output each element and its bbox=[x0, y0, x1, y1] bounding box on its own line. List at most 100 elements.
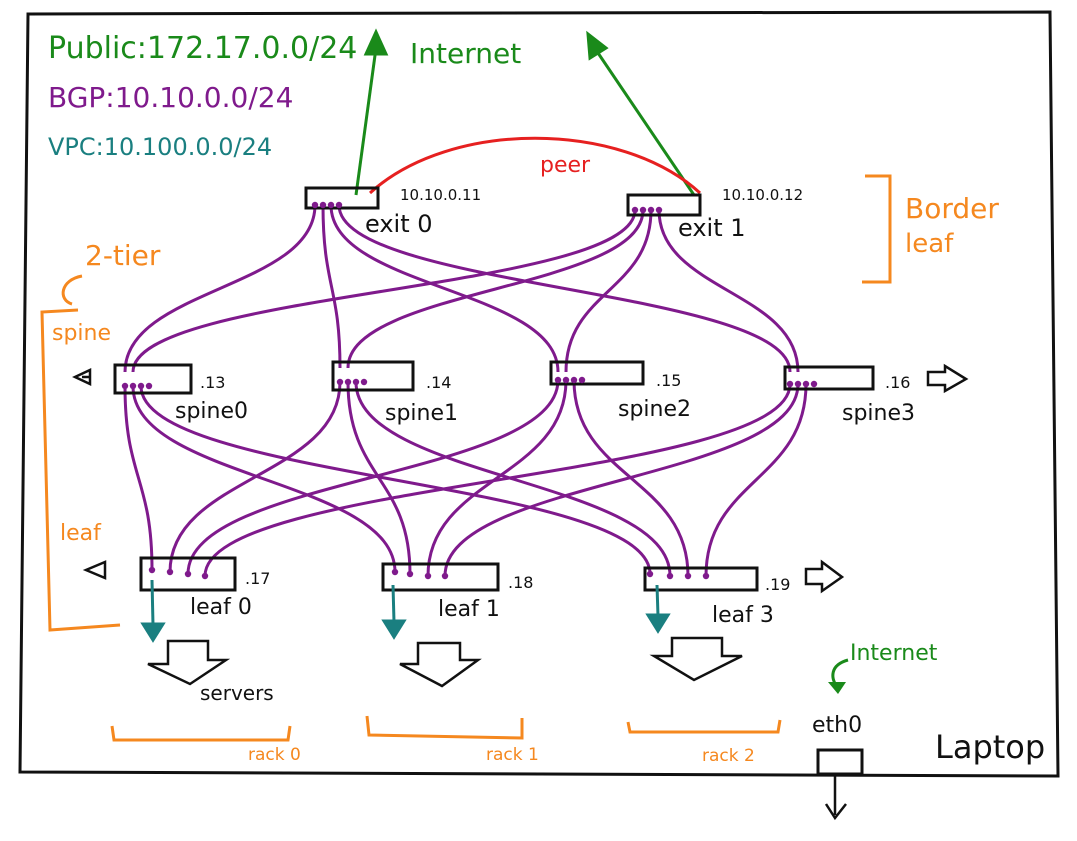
port-dot bbox=[311, 201, 319, 209]
port-dot bbox=[145, 382, 153, 390]
spine-3-name: spine3 bbox=[842, 401, 915, 426]
leaf-3: .19 leaf 3 bbox=[643, 566, 790, 628]
link-spine3-leaf0 bbox=[203, 383, 792, 577]
rack-0-label: rack 0 bbox=[248, 745, 301, 765]
exit-1-switch bbox=[626, 193, 702, 217]
leaf-0-ip: .17 bbox=[245, 569, 270, 588]
leaf-1: .18 leaf 1 bbox=[381, 562, 533, 622]
link-exit1-spine0 bbox=[131, 209, 637, 373]
port-dot bbox=[786, 380, 794, 388]
link-spine2-leaf0 bbox=[186, 379, 560, 575]
spine-1-switch bbox=[331, 360, 415, 392]
exit-0-ip: 10.10.0.11 bbox=[400, 186, 481, 204]
rack-1-label: rack 1 bbox=[486, 745, 539, 765]
leaf-1-switch bbox=[381, 562, 500, 592]
spine-1-ip: .14 bbox=[426, 373, 451, 392]
peer-label: peer bbox=[540, 153, 591, 178]
port-dot bbox=[666, 572, 674, 580]
leaf-0-switch bbox=[139, 556, 237, 592]
tier-hook bbox=[61, 274, 83, 306]
port-dot bbox=[129, 382, 137, 390]
border-leaf-line2: leaf bbox=[905, 229, 954, 259]
port-dot bbox=[166, 568, 174, 576]
port-dot bbox=[319, 201, 327, 209]
port-dot bbox=[344, 378, 352, 386]
exit-0: 10.10.0.11 exit 0 bbox=[304, 186, 481, 238]
leaf-1-ip: .18 bbox=[508, 573, 533, 592]
port-dot bbox=[352, 378, 360, 386]
spine-3-switch bbox=[783, 365, 875, 391]
port-dot bbox=[424, 572, 432, 580]
link-exit1-spine2 bbox=[564, 209, 653, 373]
port-dot bbox=[631, 206, 639, 214]
link-spine0-leaf1 bbox=[131, 385, 397, 573]
exit-1-name: exit 1 bbox=[678, 214, 746, 242]
exit-1: 10.10.0.12 exit 1 bbox=[626, 186, 803, 242]
port-dot bbox=[360, 378, 368, 386]
rack-2-label: rack 2 bbox=[702, 746, 755, 766]
port-dot bbox=[578, 376, 586, 384]
spine-2-switch bbox=[549, 360, 645, 386]
link-spine1-leaf2 bbox=[354, 381, 672, 577]
spine-3-ip: .16 bbox=[885, 373, 910, 392]
port-dot bbox=[684, 572, 692, 580]
border-leaf-bracket bbox=[862, 174, 892, 284]
link-exit1-spine3 bbox=[657, 209, 800, 373]
port-dot bbox=[137, 382, 145, 390]
port-dot bbox=[562, 376, 570, 384]
port-dot bbox=[391, 568, 399, 576]
spine-left-arrow bbox=[72, 368, 92, 386]
leaf-0: .17 leaf 0 bbox=[139, 556, 270, 620]
rack-brackets bbox=[110, 715, 782, 742]
port-dot bbox=[201, 572, 209, 580]
port-dot bbox=[554, 376, 562, 384]
link-exit0-spine3 bbox=[337, 204, 792, 373]
port-dot bbox=[335, 201, 343, 209]
link-exit0-spine1 bbox=[321, 204, 342, 369]
laptop-internet-arrowhead bbox=[828, 682, 846, 694]
port-dot bbox=[121, 382, 129, 390]
leaf-left-arrow bbox=[82, 560, 107, 580]
leaf-3-name: leaf 3 bbox=[712, 603, 774, 628]
port-dot bbox=[639, 206, 647, 214]
tier-bracket bbox=[40, 308, 121, 632]
spine-2-name: spine2 bbox=[618, 397, 691, 422]
spine-0-name: spine0 bbox=[175, 399, 248, 424]
link-spine0-leaf0 bbox=[123, 385, 154, 571]
rack-2-server-arrow bbox=[649, 636, 743, 682]
spine-right-arrow bbox=[926, 363, 969, 394]
exit-0-switch bbox=[304, 186, 380, 210]
server-arrows bbox=[147, 636, 743, 688]
vpc-arrows bbox=[140, 579, 671, 643]
outer-frame bbox=[18, 10, 1060, 778]
port-dot bbox=[810, 380, 818, 388]
exit-0-name: exit 0 bbox=[365, 210, 433, 238]
port-dot bbox=[148, 566, 156, 574]
leaf-3-switch bbox=[643, 566, 759, 592]
port-dots bbox=[121, 201, 818, 580]
spine-0-ip: .13 bbox=[200, 373, 225, 392]
side-arrows bbox=[72, 363, 969, 594]
spine-1: .14 spine1 bbox=[331, 360, 458, 426]
port-dot bbox=[647, 206, 655, 214]
laptop-label: Laptop bbox=[935, 728, 1045, 766]
tier-label: 2-tier bbox=[85, 239, 161, 272]
leaf-1-name: leaf 1 bbox=[438, 597, 500, 622]
link-spine3-leaf1 bbox=[443, 383, 800, 577]
port-dot bbox=[570, 376, 578, 384]
leaf-right-arrow bbox=[804, 559, 845, 594]
port-dot bbox=[794, 380, 802, 388]
spine-side-label: spine bbox=[52, 321, 111, 346]
port-dot bbox=[646, 570, 654, 578]
legend-vpc: VPC:10.100.0.0/24 bbox=[48, 133, 272, 161]
port-dot bbox=[802, 380, 810, 388]
internet-label: Internet bbox=[410, 37, 521, 70]
link-exit1-spine1 bbox=[346, 209, 645, 369]
border-leaf-line1: Border bbox=[905, 192, 999, 225]
spine-0: .13 spine0 bbox=[113, 363, 248, 424]
link-spine3-leaf2 bbox=[704, 383, 808, 577]
leaf-side-label: leaf bbox=[60, 521, 102, 546]
legend-bgp: BGP:10.10.0.0/24 bbox=[48, 81, 293, 114]
leaf-3-ip: .19 bbox=[765, 575, 790, 594]
